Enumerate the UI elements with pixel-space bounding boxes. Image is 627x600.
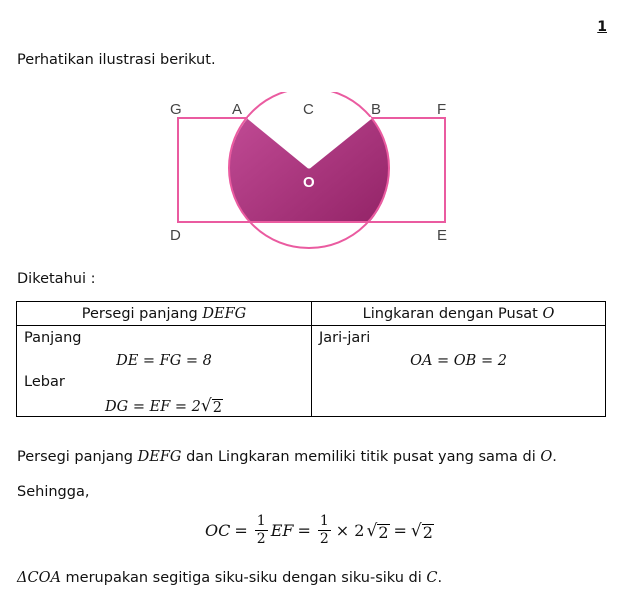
label-alpha: α (299, 137, 309, 155)
cell-circle: Jari-jari OA = OB = 2 (311, 325, 606, 417)
intro-text: Perhatikan ilustrasi berikut. (17, 52, 216, 68)
header-rectangle: Persegi panjang DEFG (16, 301, 312, 326)
cell-rectangle: Panjang DE = FG = 8 Lebar DG = EF = 2√2 (16, 325, 312, 417)
label-d: D (170, 227, 181, 244)
circle-rectangle-diagram: α O G A C B F D E (170, 87, 447, 249)
jari-jari-equation: OA = OB = 2 (410, 353, 507, 369)
lebar-equation: DG = EF = 2√2 (105, 396, 223, 416)
page-number: 1 (597, 19, 607, 35)
panjang-label: Panjang (24, 330, 82, 346)
segment-oa (247, 117, 310, 169)
jari-jari-label: Jari-jari (319, 330, 371, 346)
label-b: B (371, 101, 381, 118)
shaded-region (229, 118, 390, 222)
label-g: G (170, 101, 182, 118)
paragraph-triangle: ΔCOA merupakan segitiga siku-siku dengan… (17, 570, 443, 586)
angle-arc (296, 152, 310, 159)
geometry-figure: α O G A C B F D E (150, 87, 470, 261)
label-f: F (437, 101, 446, 118)
label-c: C (303, 101, 314, 118)
known-label: Diketahui : (17, 271, 96, 287)
given-table: Persegi panjang DEFG Lingkaran dengan Pu… (16, 301, 606, 417)
paragraph-sehingga: Sehingga, (17, 484, 90, 500)
label-e: E (437, 227, 447, 244)
segment-ob (308, 117, 372, 169)
paragraph-center: Persegi panjang DEFG dan Lingkaran memil… (17, 449, 557, 465)
header-circle: Lingkaran dengan Pusat O (311, 301, 606, 326)
panjang-equation: DE = FG = 8 (116, 353, 212, 369)
label-a: A (232, 101, 242, 118)
label-o: O (303, 174, 315, 191)
lebar-label: Lebar (24, 374, 65, 390)
